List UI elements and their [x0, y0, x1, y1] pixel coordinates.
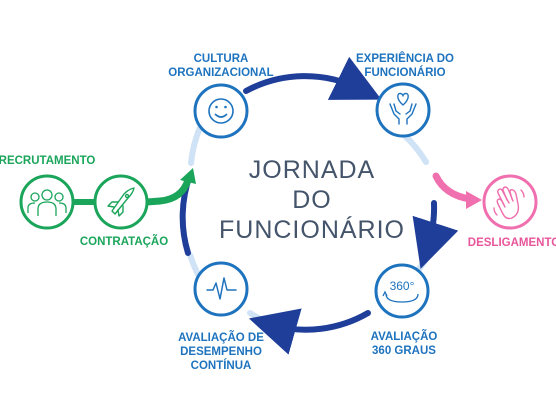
- node-desligamento: DESLIGAMENTO: [468, 174, 556, 249]
- contratacao-label: CONTRATAÇÃO: [80, 235, 168, 248]
- experiencia-label-line-2: FUNCIONÁRIO: [364, 66, 445, 79]
- node-cultura: CULTURA ORGANIZACIONAL: [168, 53, 274, 139]
- desempenho-label-line-3: CONTÍNUA: [191, 359, 252, 372]
- experiencia-label-line-1: EXPERIÊNCIA DO: [356, 52, 454, 65]
- ring-arc-bottom: [248, 308, 371, 355]
- title-line-2: DO: [292, 186, 332, 214]
- people-group-icon: [27, 189, 67, 216]
- node-experiencia: EXPERIÊNCIA DO FUNCIONÁRIO: [356, 52, 454, 138]
- title-line-3: FUNCIONÁRIO: [219, 215, 405, 244]
- smiley-icon: [208, 98, 234, 124]
- desempenho-label-line-1: AVALIAÇÃO DE: [178, 331, 264, 344]
- center-title: JORNADA DO FUNCIONÁRIO: [219, 156, 405, 244]
- entry-arrow: [72, 168, 196, 206]
- hands-heart-icon: [389, 92, 417, 125]
- desligamento-label: DESLIGAMENTO: [468, 237, 556, 249]
- cultura-label-line-2: ORGANIZACIONAL: [168, 67, 273, 79]
- waving-hand-icon: [493, 186, 525, 220]
- exit-arrow: [432, 172, 482, 209]
- cultura-label-line-1: CULTURA: [194, 53, 249, 65]
- title-line-1: JORNADA: [249, 156, 375, 184]
- node-avaliacao-360: 360° AVALIAÇÃO 360 GRAUS: [371, 263, 438, 357]
- recrutamento-label: RECRUTAMENTO: [0, 155, 95, 167]
- avaliacao360-label-line-1: AVALIAÇÃO: [371, 330, 438, 343]
- node-contratacao: CONTRATAÇÃO: [80, 174, 168, 248]
- rotate-360-text: 360°: [390, 279, 415, 293]
- ring-arc-right: [412, 200, 459, 269]
- ring-arc-top: [243, 56, 382, 100]
- ring-connector-light: [247, 310, 274, 327]
- node-recrutamento: RECRUTAMENTO: [0, 155, 95, 230]
- rotate-360-icon: 360°: [382, 279, 419, 303]
- node-avaliacao-desempenho: AVALIAÇÃO DE DESEMPENHO CONTÍNUA: [178, 261, 264, 372]
- pulse-icon: [206, 277, 237, 300]
- rocket-icon: [107, 187, 135, 217]
- desempenho-label-line-2: DESEMPENHO: [180, 346, 262, 358]
- avaliacao360-label-line-2: 360 GRAUS: [372, 345, 436, 357]
